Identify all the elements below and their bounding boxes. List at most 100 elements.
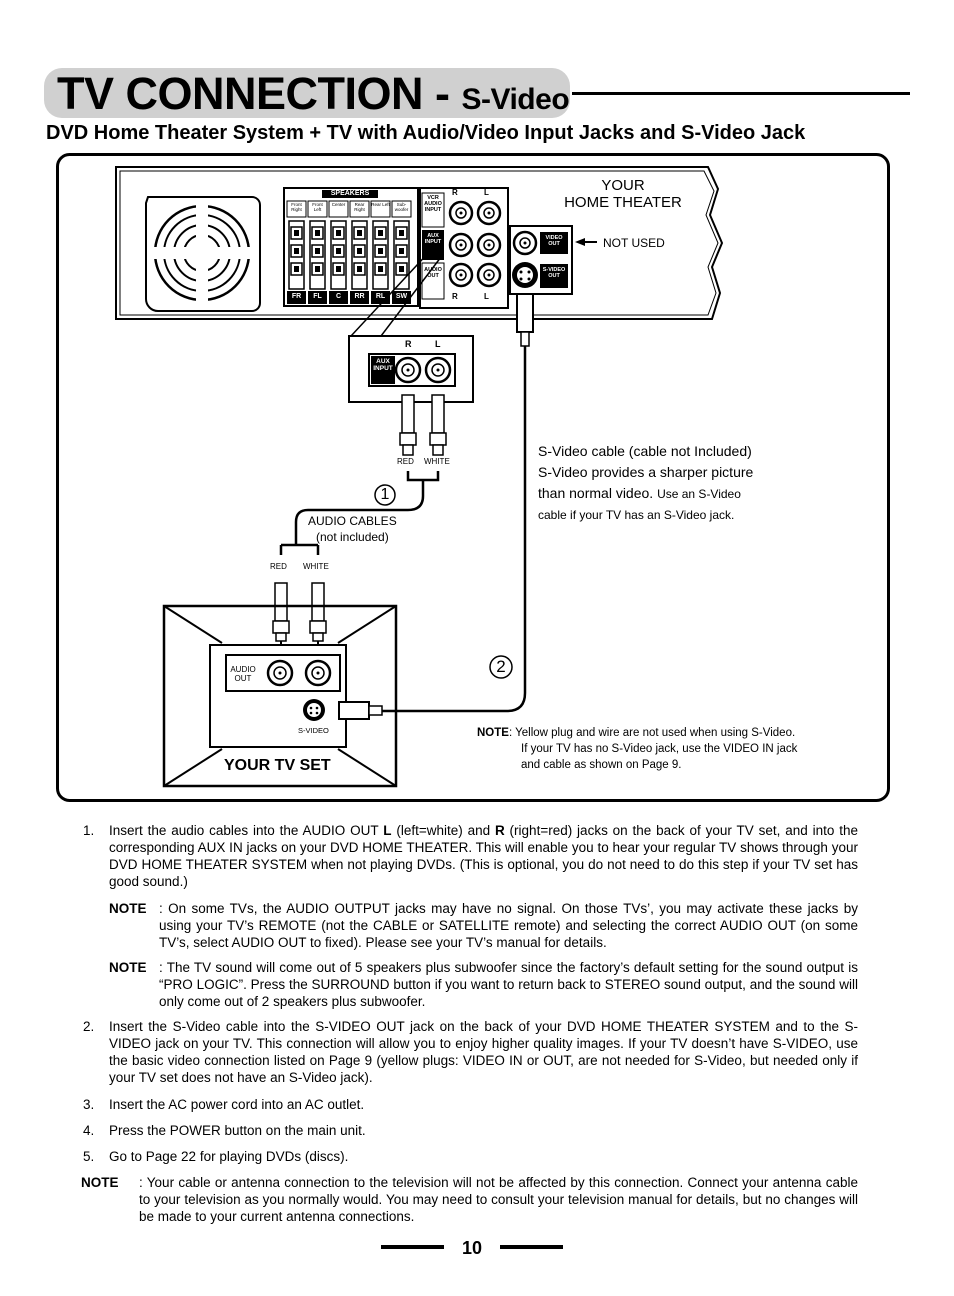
step-number: 4. (83, 1123, 95, 1138)
speaker-top-label-box (307, 200, 328, 218)
not-included-label: (not included) (316, 530, 389, 544)
step-number: 3. (83, 1097, 95, 1112)
speaker-top-label: Rear Left (371, 202, 390, 207)
speaker-top-label-box (349, 200, 370, 218)
step-number: 2. (83, 1019, 95, 1034)
tv-audio-jack-r (266, 659, 294, 687)
page-number: 10 (461, 1238, 483, 1258)
svideo-out-label: S-VIDEO OUT (542, 267, 566, 279)
note-text: : On some TVs, the AUDIO OUTPUT jacks ma… (159, 901, 858, 950)
page-rule-right (500, 1245, 563, 1249)
zoom-line-1 (350, 249, 432, 337)
svideo-cable (382, 346, 527, 713)
rca-jack (448, 262, 474, 288)
speaker-top-label: Sub-woofer (394, 202, 409, 212)
zoom-aux-input-label: AUX INPUT (373, 358, 393, 372)
jack-label-l-top: L (484, 188, 489, 197)
step-3: 3. Insert the AC power cord into an AC o… (80, 1096, 858, 1114)
speaker-top-label-box (328, 200, 349, 218)
audio-out-partial-label: AUDIO OUT (424, 267, 442, 279)
speaker-top-label: Front Right (291, 202, 302, 212)
speaker-top-label-box (286, 200, 307, 218)
step-4: 4. Press the POWER button on the main un… (80, 1122, 858, 1140)
step-1: 1. Insert the audio cables into the AUDI… (80, 822, 858, 892)
not-used-arrow (575, 238, 597, 246)
diagram-frame (56, 153, 890, 802)
video-out-jack (512, 230, 538, 256)
speaker-terminal-block (283, 187, 419, 307)
speaker-top-label: Rear Right (354, 202, 365, 212)
zoom-jack-l (424, 356, 452, 384)
video-out-label: VIDEO OUT (545, 235, 563, 247)
video-out-cluster (509, 225, 573, 295)
note-label: NOTE (81, 1175, 119, 1190)
page-footer: 10 (0, 1236, 954, 1262)
tv-outline (162, 604, 398, 788)
lower-plugs (272, 582, 327, 651)
svideo-cable-note: S-Video cable (cable not Included) S-Vid… (538, 443, 754, 522)
upper-white-label: WHITE (424, 457, 450, 466)
speaker-bottom-label: RR (354, 293, 365, 300)
page-title: TV CONNECTION - S-Video (57, 68, 570, 126)
audio-cable (279, 471, 440, 555)
speaker-top-label-box (370, 200, 391, 218)
zoom-aux-label-box (371, 356, 395, 384)
jack-label-l-bottom: L (484, 292, 489, 301)
note-text: : The TV sound will come out of 5 speake… (159, 960, 858, 1009)
speakers-label: SPEAKERS (330, 190, 370, 197)
jack-label-r-bottom: R (452, 292, 458, 301)
video-out-label-box (540, 232, 568, 254)
note-3: NOTE : Your cable or antenna connection … (80, 1174, 858, 1226)
tv-svideo-label: S-VIDEO (298, 726, 329, 735)
zoom-line-2 (380, 256, 442, 337)
page-rule-left (381, 1245, 444, 1249)
speaker-bottom-label: FR (291, 293, 302, 300)
callout-1-label: 1 (380, 486, 390, 503)
speaker-bottom-label-box (329, 291, 348, 304)
aux-jack-cluster (419, 187, 509, 309)
callout-2-label: 2 (496, 657, 506, 676)
rca-jack (448, 232, 474, 258)
svideo-out-label-box (540, 264, 568, 288)
rca-jack (476, 200, 502, 226)
step-text: Go to Page 22 for playing DVDs (discs). (109, 1149, 349, 1164)
tv-audio-out-label: AUDIO OUT (230, 665, 256, 683)
tv-audio-jack-l (304, 659, 332, 687)
speaker-bottom-label-box (287, 291, 306, 304)
step-2: 2. Insert the S-Video cable into the S-V… (80, 1018, 858, 1088)
lower-white-label: WHITE (303, 562, 329, 571)
svideo-plug-tv (338, 701, 370, 720)
jack-label-r-top: R (452, 188, 458, 197)
aux-jacks (448, 200, 502, 288)
speaker-bottom-label: SW (395, 293, 408, 300)
step-number: 5. (83, 1149, 95, 1164)
svideo-plug-top (516, 293, 534, 333)
fan-gap-h (152, 247, 252, 259)
rca-jack (448, 200, 474, 226)
rca-jack (476, 232, 502, 258)
speaker-bottom-label-box (392, 291, 411, 304)
title-rule (572, 92, 910, 95)
diagram-note: NOTE: Yellow plug and wire are not used … (477, 727, 798, 771)
upper-red-label: RED (397, 457, 414, 466)
speaker-bottom-label-box (308, 291, 327, 304)
note-2: NOTE : The TV sound will come out of 5 s… (80, 959, 858, 1011)
page-subtitle: DVD Home Theater System + TV with Audio/… (46, 122, 806, 144)
step-text: Insert the AC power cord into an AC outl… (109, 1097, 365, 1112)
home-theater-panel (115, 166, 724, 320)
note-1: NOTE : On some TVs, the AUDIO OUTPUT jac… (80, 900, 858, 952)
speaker-bottom-label-box (350, 291, 369, 304)
fan-housing (145, 196, 261, 312)
note-text: : Your cable or antenna connection to th… (139, 1175, 858, 1224)
zoom-jack-r (394, 356, 422, 384)
upper-plugs (399, 394, 447, 456)
step-text: Insert the audio cables into the AUDIO O… (109, 823, 858, 889)
note-label: NOTE (109, 901, 147, 916)
rca-jack (476, 262, 502, 288)
step-text: Insert the S-Video cable into the S-VIDE… (109, 1019, 858, 1085)
speaker-bottom-label: C (335, 293, 342, 300)
speaker-top-label: Front Left (312, 202, 323, 212)
page-title-sub: S-Video (461, 83, 570, 116)
speaker-columns (286, 200, 412, 304)
